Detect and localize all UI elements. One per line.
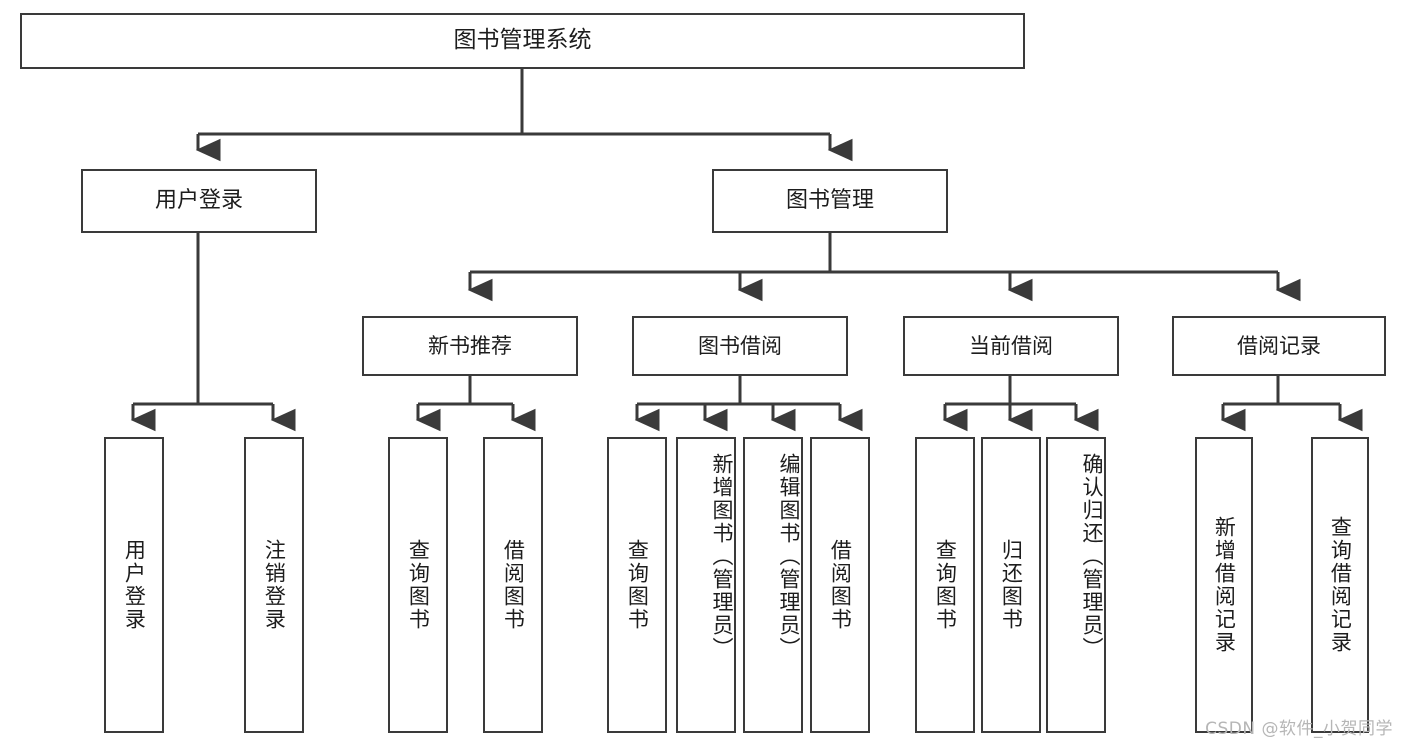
leaf-current-borrow-confirm-label: 确认归还（管理员） (1080, 453, 1104, 660)
leaf-book-borrow-borrow-label: 借阅图书 (828, 539, 853, 631)
leaf-book-borrow-add-label: 新增图书（管理员） (710, 453, 734, 660)
watermark: CSDN @软件_小贺同学 (1205, 714, 1393, 739)
node-user-login[interactable]: 用户登录 (81, 169, 317, 233)
leaf-current-borrow-confirm[interactable]: 确认归还（管理员） (1046, 437, 1106, 733)
leaf-new-book-borrow-label: 借阅图书 (501, 539, 526, 631)
leaf-user-login-login-label: 用户登录 (122, 539, 147, 631)
node-book-management[interactable]: 图书管理 (712, 169, 948, 233)
leaf-new-book-query[interactable]: 查询图书 (388, 437, 448, 733)
leaf-current-borrow-query-label: 查询图书 (933, 539, 958, 631)
leaf-borrow-record-add-label: 新增借阅记录 (1212, 516, 1237, 654)
leaf-user-login-logout[interactable]: 注销登录 (244, 437, 304, 733)
watermark-text: CSDN @软件_小贺同学 (1205, 719, 1393, 739)
node-current-borrow[interactable]: 当前借阅 (903, 316, 1119, 376)
leaf-user-login-logout-label: 注销登录 (262, 539, 287, 631)
leaf-new-book-query-label: 查询图书 (406, 539, 431, 631)
node-borrow-record[interactable]: 借阅记录 (1172, 316, 1386, 376)
node-borrow-record-label: 借阅记录 (1237, 333, 1321, 358)
leaf-current-borrow-query[interactable]: 查询图书 (915, 437, 975, 733)
leaf-book-borrow-borrow[interactable]: 借阅图书 (810, 437, 870, 733)
leaf-book-borrow-edit[interactable]: 编辑图书（管理员） (743, 437, 803, 733)
node-user-login-label: 用户登录 (154, 188, 243, 214)
node-new-book-recommend-label: 新书推荐 (428, 333, 512, 358)
leaf-book-borrow-query-label: 查询图书 (625, 539, 650, 631)
node-root[interactable]: 图书管理系统 (20, 13, 1025, 69)
leaf-borrow-record-query[interactable]: 查询借阅记录 (1311, 437, 1369, 733)
leaf-current-borrow-return[interactable]: 归还图书 (981, 437, 1041, 733)
leaf-borrow-record-add[interactable]: 新增借阅记录 (1195, 437, 1253, 733)
leaf-book-borrow-add[interactable]: 新增图书（管理员） (676, 437, 736, 733)
leaf-borrow-record-query-label: 查询借阅记录 (1328, 516, 1353, 654)
node-current-borrow-label: 当前借阅 (969, 333, 1053, 358)
node-book-borrow[interactable]: 图书借阅 (632, 316, 848, 376)
node-new-book-recommend[interactable]: 新书推荐 (362, 316, 578, 376)
leaf-book-borrow-edit-label: 编辑图书（管理员） (777, 453, 801, 660)
node-book-management-label: 图书管理 (785, 188, 874, 214)
leaf-book-borrow-query[interactable]: 查询图书 (607, 437, 667, 733)
leaf-new-book-borrow[interactable]: 借阅图书 (483, 437, 543, 733)
node-book-borrow-label: 图书借阅 (698, 333, 782, 358)
node-root-label: 图书管理系统 (453, 27, 592, 54)
leaf-current-borrow-return-label: 归还图书 (999, 539, 1024, 631)
leaf-user-login-login[interactable]: 用户登录 (104, 437, 164, 733)
